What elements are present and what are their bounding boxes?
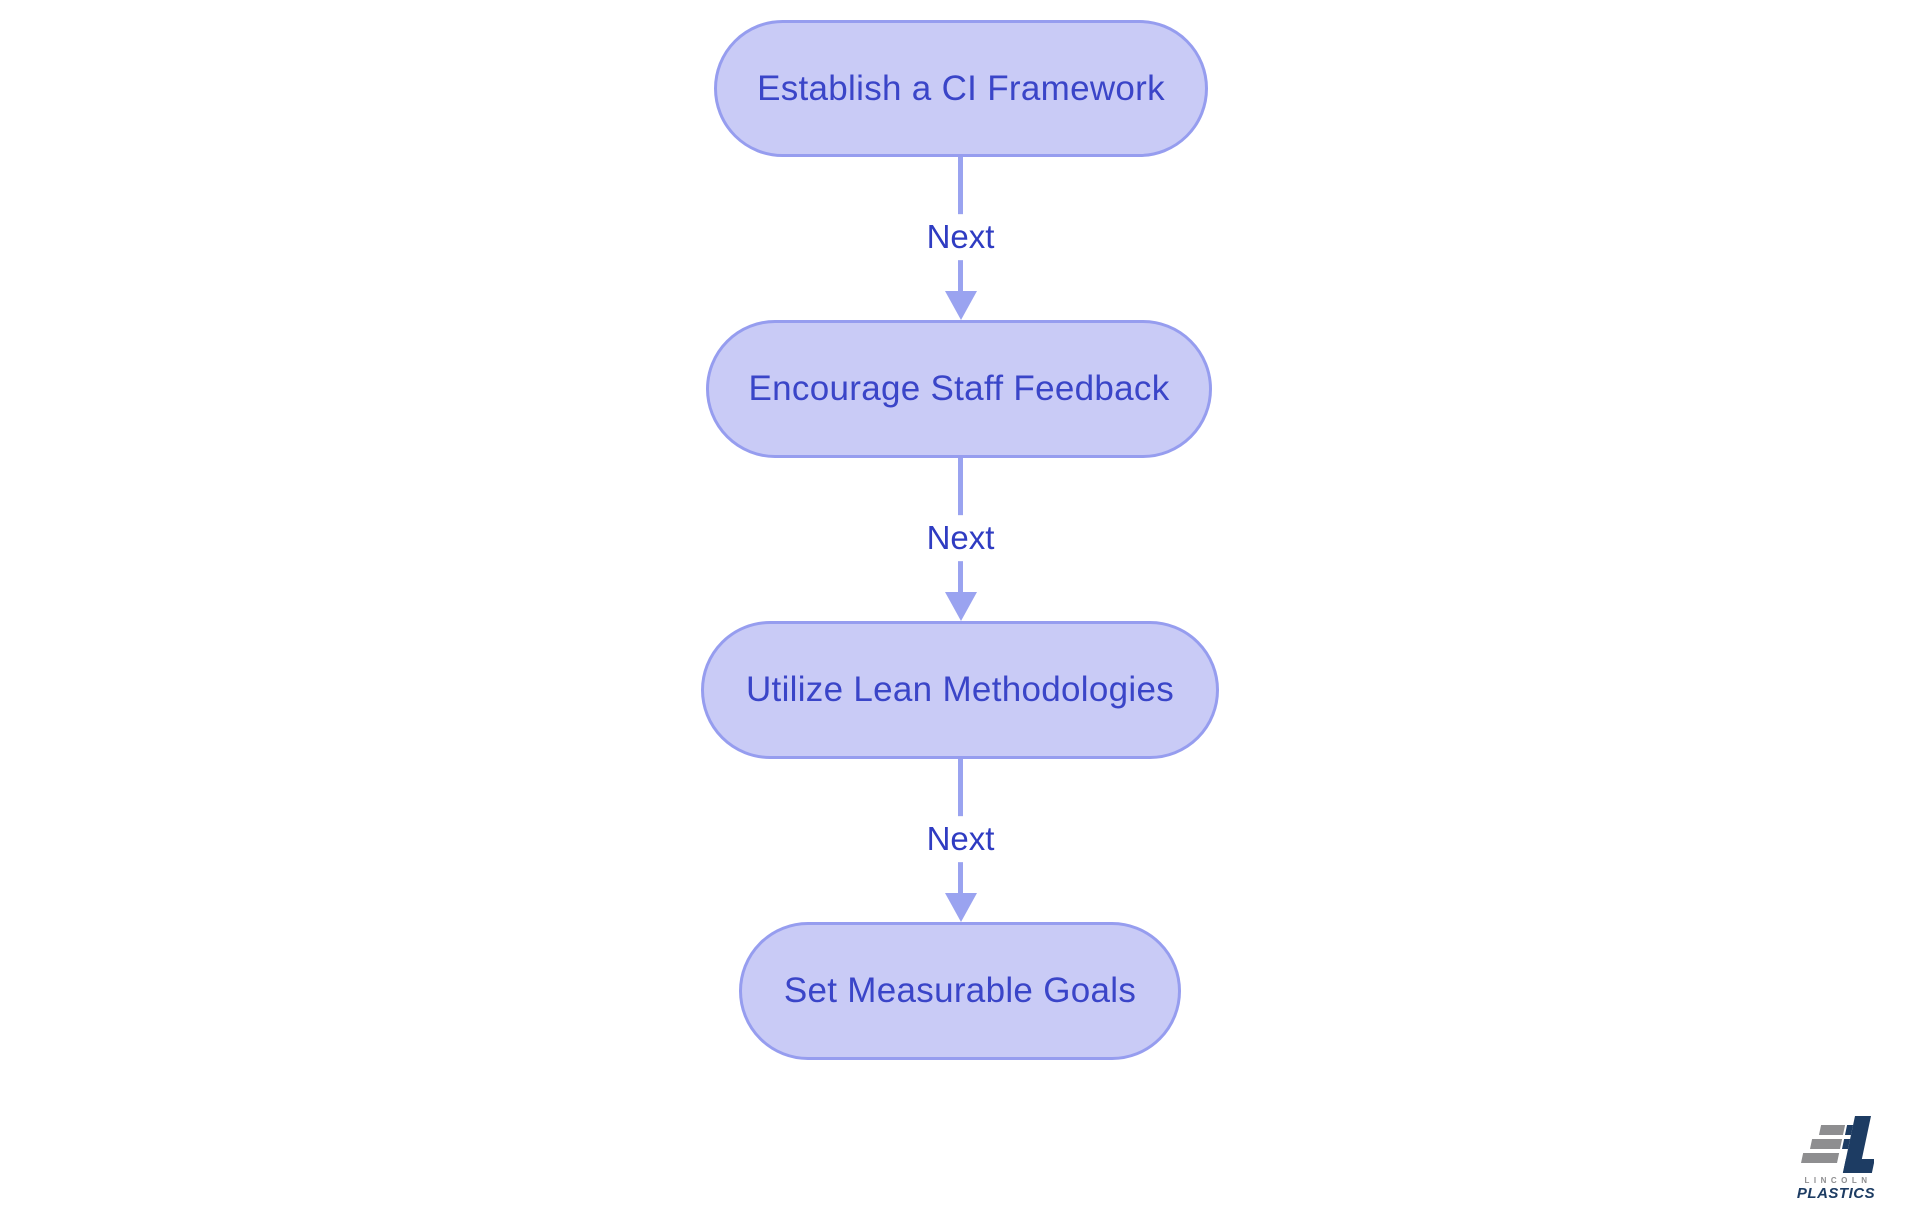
edge-label: Next: [916, 514, 1005, 561]
arrowhead-down-icon: [944, 291, 977, 320]
flow-node-set-measurable-goals: Set Measurable Goals: [739, 922, 1181, 1060]
lincoln-plastics-logo: LINCOLN PLASTICS: [1786, 1116, 1886, 1202]
flow-node-label: Establish a CI Framework: [757, 68, 1165, 108]
flow-node-label: Set Measurable Goals: [783, 971, 1137, 1010]
lincoln-plastics-mark: [1801, 1116, 1874, 1173]
flow-node-utilize-lean-methodologies: Utilize Lean Methodologies: [701, 621, 1219, 759]
logo-company-name: LINCOLN: [1804, 1176, 1872, 1185]
flow-node-label: Utilize Lean Methodologies: [745, 670, 1175, 709]
flow-edge-1: Next: [916, 157, 1005, 320]
arrowhead-down-icon: [944, 592, 977, 621]
flow-node-establish-ci-framework: Establish a CI Framework: [714, 20, 1208, 157]
edge-label: Next: [916, 815, 1005, 862]
edge-label: Next: [916, 213, 1005, 260]
flow-node-encourage-staff-feedback: Encourage Staff Feedback: [706, 320, 1212, 458]
flow-edge-3: Next: [916, 759, 1005, 922]
flow-edge-2: Next: [916, 458, 1005, 621]
logo-company-word: PLASTICS: [1796, 1185, 1876, 1202]
flow-node-label: Encourage Staff Feedback: [748, 369, 1170, 408]
arrowhead-down-icon: [944, 893, 977, 922]
